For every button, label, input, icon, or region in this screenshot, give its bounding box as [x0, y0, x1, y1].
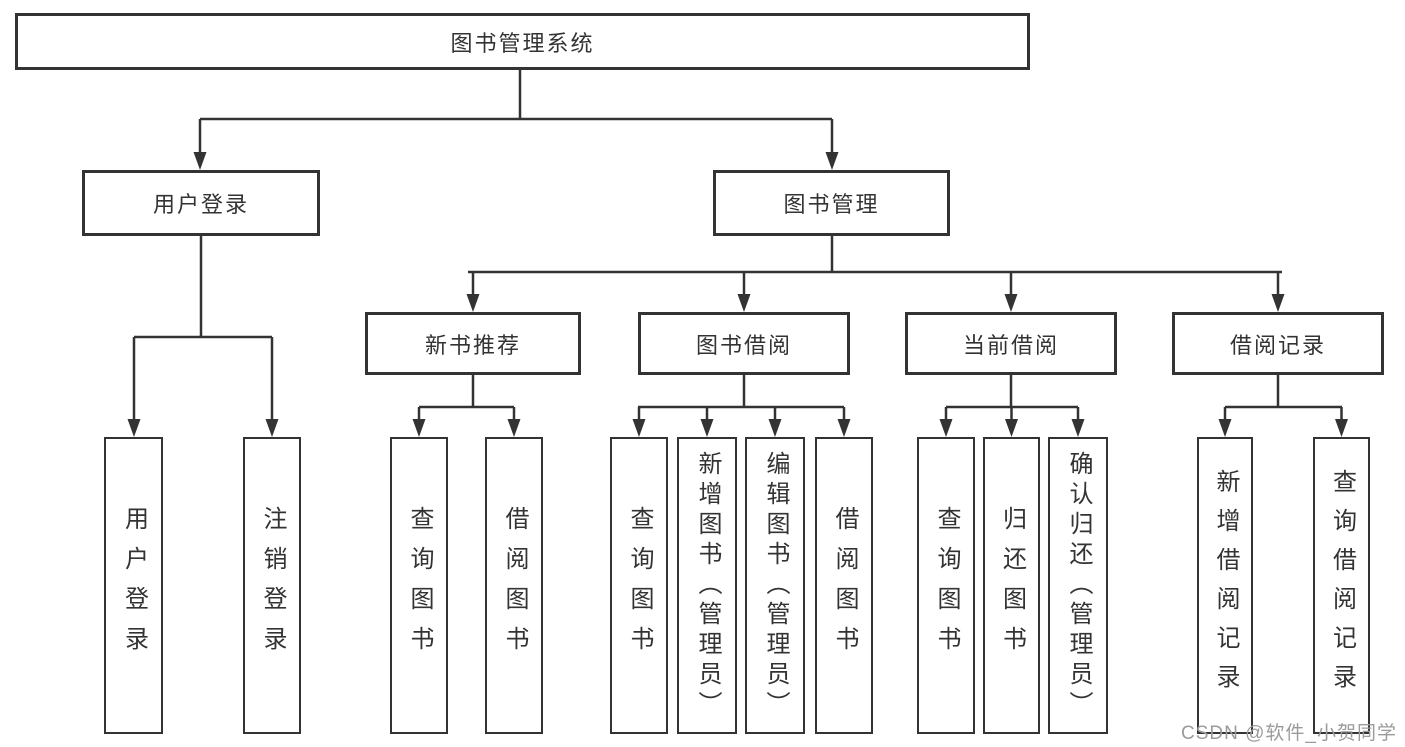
leaf-bb-query-books: 查询图书 — [610, 437, 668, 734]
node-book-management-branch: 图书管理 — [713, 170, 950, 236]
leaf-logout: 注销登录 — [243, 437, 301, 734]
leaf-bb-add-books-admin: 新增图书（管理员） — [677, 437, 737, 734]
leaf-label: 查询图书 — [933, 505, 960, 666]
leaf-cb-confirm-return-admin: 确认归还（管理员） — [1048, 437, 1108, 734]
leaf-rec-query-record: 查询借阅记录 — [1313, 437, 1370, 734]
leaf-rec-add-record: 新增借阅记录 — [1197, 437, 1253, 734]
leaf-label: 用户登录 — [120, 505, 148, 666]
leaf-label: 查询图书 — [626, 505, 653, 666]
leaf-label: 归还图书 — [998, 505, 1026, 666]
arrowheads — [127, 152, 1348, 437]
leaf-cb-query-books: 查询图书 — [917, 437, 975, 734]
leaf-label: 编辑图书（管理员） — [762, 450, 789, 721]
node-book-borrowing: 图书借阅 — [638, 312, 850, 375]
leaf-label: 新增图书（管理员） — [694, 450, 721, 721]
node-borrowing-records: 借阅记录 — [1172, 312, 1384, 375]
leaf-cb-return-books: 归还图书 — [983, 437, 1040, 734]
leaf-user-login: 用户登录 — [104, 437, 163, 734]
leaf-bb-borrow-books: 借阅图书 — [815, 437, 873, 734]
leaf-nb-borrow-books: 借阅图书 — [485, 437, 543, 734]
leaf-label: 借阅图书 — [501, 505, 528, 666]
connector-edges — [132, 70, 1343, 420]
leaf-nb-query-books: 查询图书 — [390, 437, 448, 734]
leaf-label: 确认归还（管理员） — [1065, 450, 1092, 721]
csdn-watermark: CSDN @软件_小贺同学 — [1181, 723, 1397, 744]
leaf-label: 新增借阅记录 — [1212, 468, 1239, 703]
node-new-book-recommend: 新书推荐 — [365, 312, 581, 375]
leaf-bb-edit-books-admin: 编辑图书（管理员） — [745, 437, 805, 734]
node-current-borrowing: 当前借阅 — [905, 312, 1117, 375]
leaf-label: 注销登录 — [259, 505, 286, 666]
leaf-label: 借阅图书 — [831, 505, 858, 666]
node-root: 图书管理系统 — [15, 13, 1030, 70]
node-user-login-branch: 用户登录 — [82, 170, 320, 236]
leaf-label: 查询借阅记录 — [1328, 468, 1356, 703]
leaf-label: 查询图书 — [406, 505, 433, 666]
